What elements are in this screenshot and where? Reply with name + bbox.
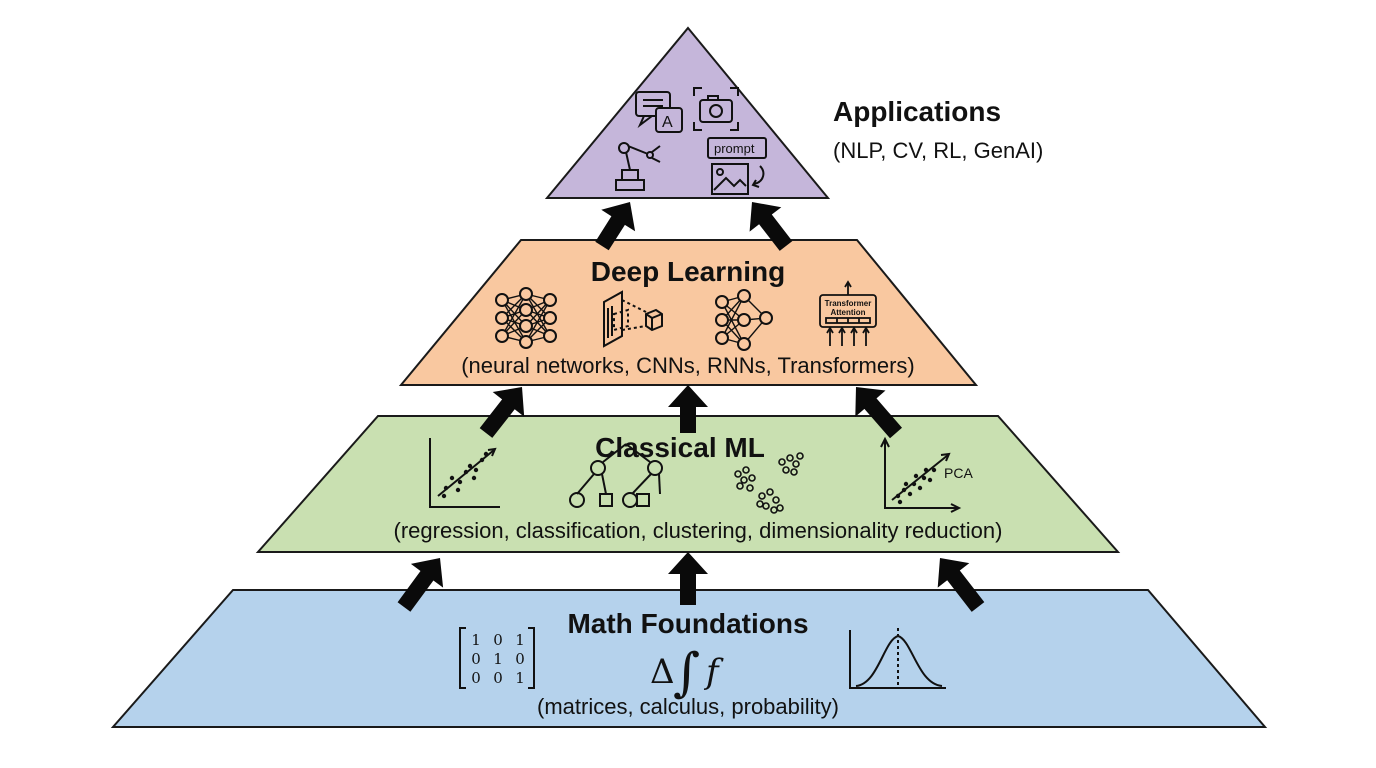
matrix-cell: 1	[515, 669, 525, 687]
matrix-cell: 1	[493, 650, 503, 668]
up-arrow-3	[479, 387, 525, 438]
pca-label: PCA	[944, 465, 973, 481]
connection-arrows	[397, 202, 985, 612]
matrix-cell: 1	[471, 631, 481, 649]
pca-plot-icon: PCA	[880, 436, 973, 513]
math-foundations-subtitle: (matrices, calculus, probability)	[537, 694, 839, 719]
math-foundations-title: Math Foundations	[567, 608, 809, 639]
regression-plot-icon	[429, 438, 500, 508]
matrix-cell: 0	[515, 650, 525, 668]
up-arrow-2	[749, 202, 793, 251]
up-arrow-7	[668, 552, 708, 605]
applications-layer	[544, 26, 831, 199]
up-arrow-4	[668, 385, 708, 433]
classical-ml-subtitle: (regression, classification, clustering,…	[393, 518, 1003, 543]
decision-tree-icon	[569, 443, 663, 508]
classical-ml-layer	[255, 415, 1121, 553]
rnn-network-icon	[715, 289, 773, 351]
neural-network-icon	[495, 287, 557, 349]
robot-arm-icon	[615, 142, 661, 191]
up-arrow-1	[595, 202, 636, 251]
chat-letter: A	[662, 114, 673, 131]
transformer-icon: Transformer Attention	[819, 280, 877, 346]
up-arrow-5	[855, 387, 902, 439]
math-foundations-layer	[110, 589, 1268, 728]
gaussian-curve-icon	[849, 628, 946, 689]
integral-symbol: ∫	[673, 643, 700, 703]
deep-learning-layer	[398, 239, 979, 386]
matrix-cell: 1	[515, 631, 525, 649]
delta-symbol: Δ	[650, 652, 675, 692]
up-arrow-6	[397, 558, 444, 612]
deep-learning-title: Deep Learning	[590, 256, 786, 287]
classical-ml-title: Classical ML	[595, 432, 765, 463]
up-arrow-8	[937, 558, 985, 612]
cnn-filter-icon	[603, 290, 663, 348]
applications-subtitle: (NLP, CV, RL, GenAI)	[833, 138, 1044, 163]
attention-label: Attention	[830, 308, 865, 317]
transformer-label: Transformer	[825, 299, 872, 308]
applications-title: Applications	[833, 96, 1002, 127]
matrix-cell: 0	[493, 669, 503, 687]
clusters-icon	[734, 452, 804, 514]
deep-learning-subtitle: (neural networks, CNNs, RNNs, Transforme…	[461, 353, 915, 378]
matrix-cell: 0	[493, 631, 503, 649]
prompt-to-image-icon: prompt	[707, 137, 767, 195]
matrix-cell: 0	[471, 669, 481, 687]
prompt-label: prompt	[714, 141, 755, 156]
matrix-cell: 0	[471, 650, 481, 668]
chat-bubble-a-icon: A	[635, 91, 683, 133]
camera-icon	[693, 87, 739, 131]
